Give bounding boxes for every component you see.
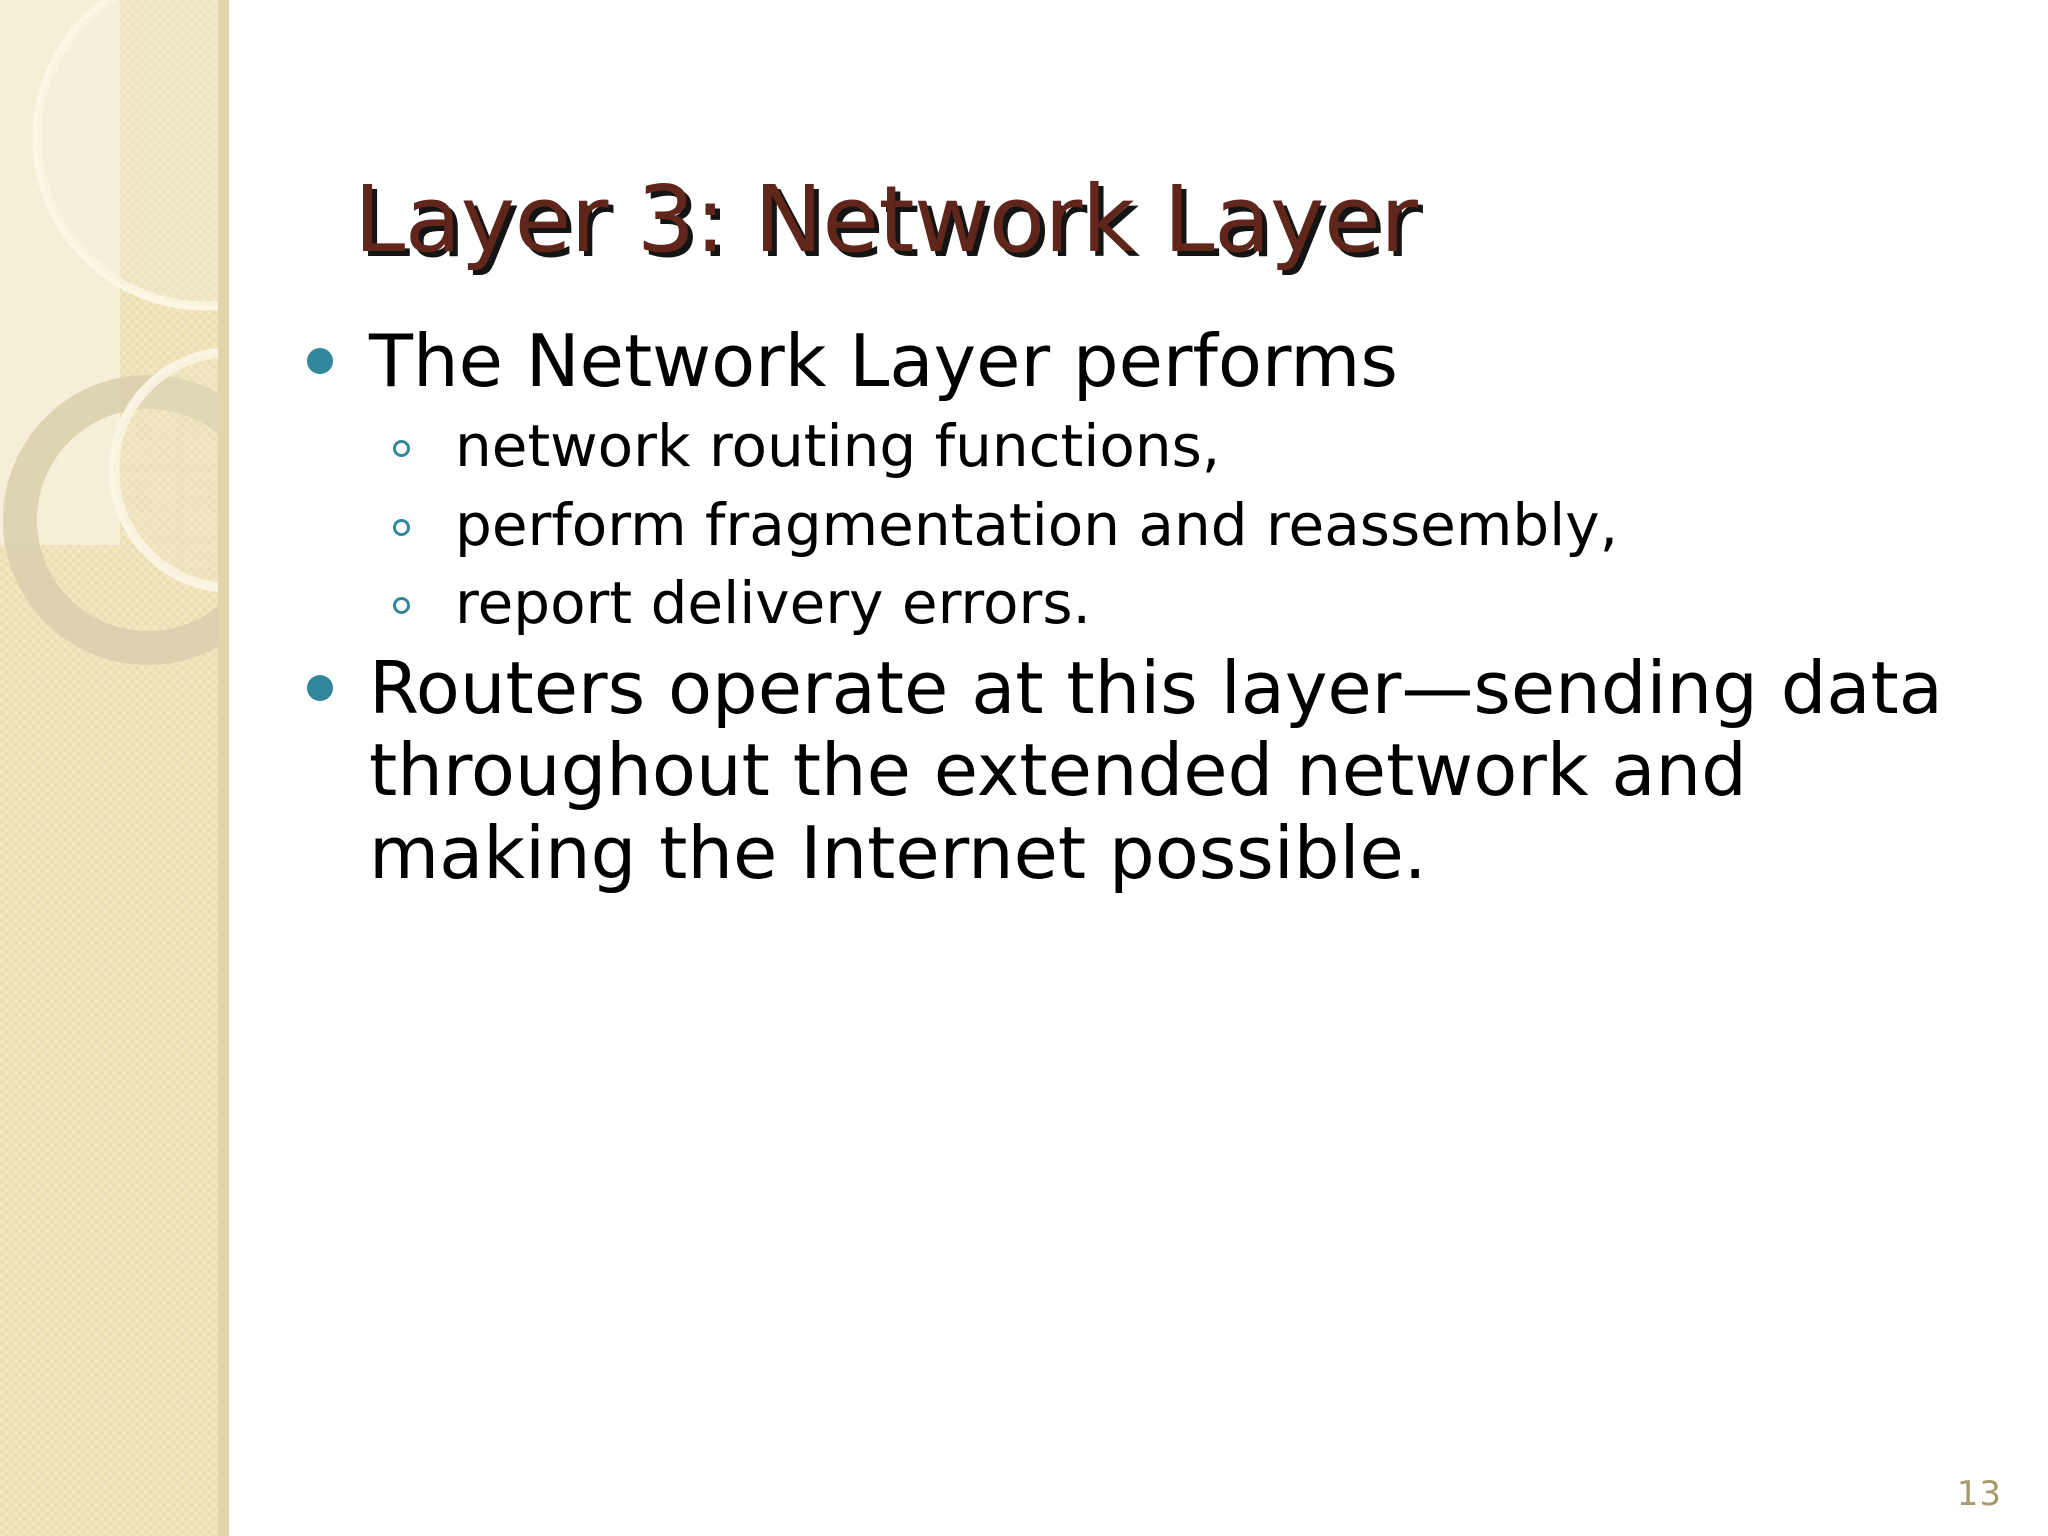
page-title: Layer 3: Network Layer: [354, 165, 1418, 273]
list-item: Routers operate at this layer—sending da…: [269, 646, 1999, 895]
sub-bullet-text: perform fragmentation and reassembly,: [455, 490, 1619, 559]
decorative-sidebar: [0, 0, 229, 1536]
slide-content: Layer 3: Network Layer The Network Layer…: [229, 0, 2048, 1536]
bullet-dot-icon: [307, 675, 333, 702]
sub-bullet-text: network routing functions,: [455, 412, 1221, 481]
list-item: network routing functions,: [369, 412, 1999, 480]
bullet-list: The Network Layer performs network routi…: [269, 320, 1999, 898]
list-item: The Network Layer performs network routi…: [269, 320, 1999, 637]
bullet-text: The Network Layer performs: [369, 319, 1398, 403]
bullet-text: Routers operate at this layer—sending da…: [369, 646, 1943, 895]
bullet-ring-icon: [393, 518, 410, 536]
bullet-ring-icon: [393, 440, 410, 458]
list-item: perform fragmentation and reassembly,: [369, 491, 1999, 559]
slide-number: 13: [1956, 1474, 2002, 1514]
sidebar-graphic: [0, 0, 229, 1536]
sub-bullet-list: network routing functions, perform fragm…: [369, 412, 1999, 637]
bullet-dot-icon: [307, 348, 333, 374]
list-item: report delivery errors.: [369, 569, 1999, 637]
bullet-ring-icon: [393, 596, 410, 614]
sub-bullet-text: report delivery errors.: [455, 568, 1091, 637]
